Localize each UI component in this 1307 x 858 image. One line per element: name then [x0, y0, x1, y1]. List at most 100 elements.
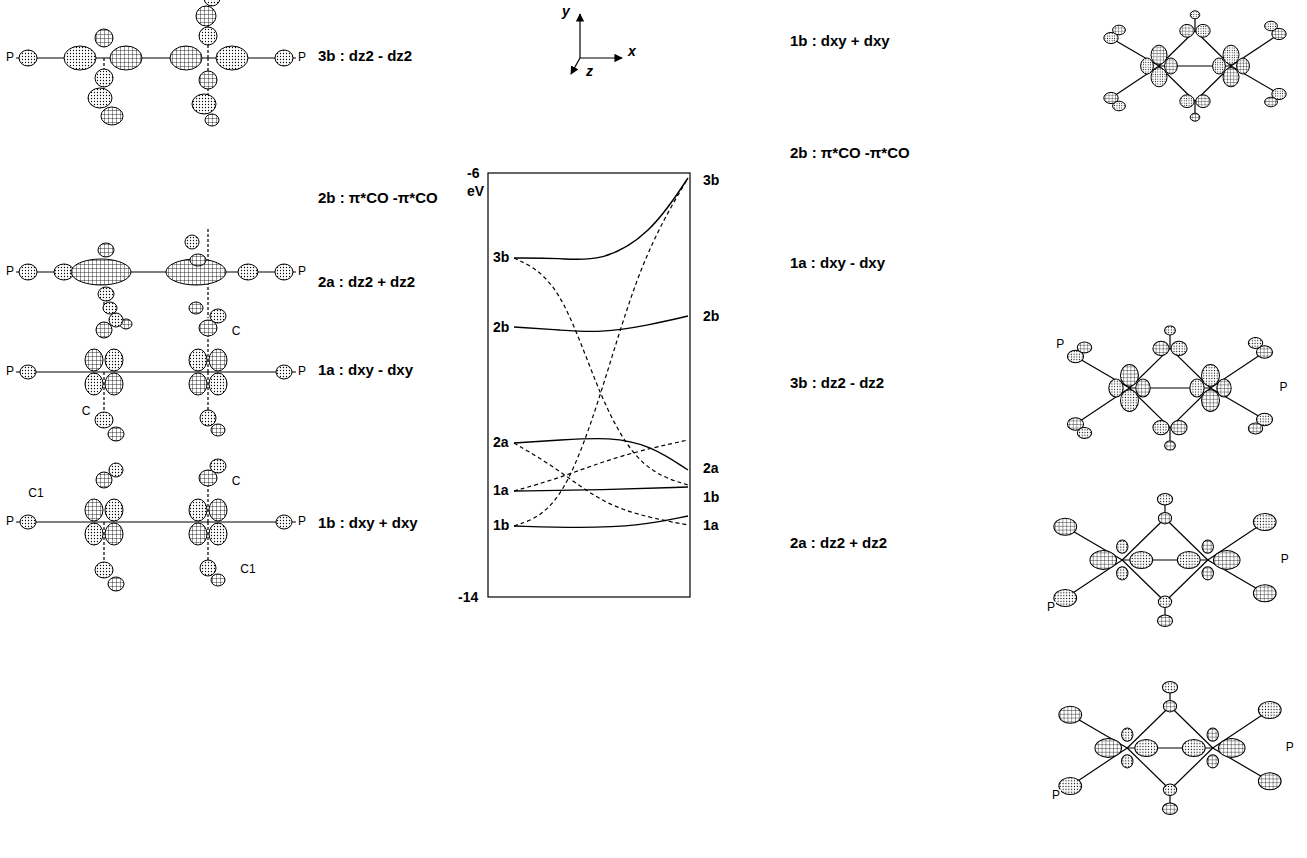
- orbital-lobe: [1190, 379, 1204, 397]
- orbital-lobe: [1196, 95, 1210, 108]
- orbital-lobe: [1180, 24, 1194, 37]
- orbital-lobe: [95, 29, 113, 47]
- level-label: -14: [458, 590, 478, 605]
- atom-label: C: [231, 325, 242, 338]
- orbital-lobe: [108, 577, 124, 591]
- axis-label: x: [628, 44, 636, 59]
- orbital-lobe: [101, 107, 123, 125]
- atom-label: P: [5, 265, 15, 278]
- orbital-lobe: [1202, 365, 1220, 387]
- orbital-lobe: [192, 94, 216, 114]
- energy-curve: [514, 439, 688, 470]
- orbital-plot: [16, 459, 296, 591]
- orbital-lobe: [200, 560, 216, 576]
- orbital-lobe: [108, 427, 124, 441]
- level-label: 2b: [703, 309, 719, 324]
- orbital-lobe: [1090, 551, 1117, 570]
- atom-label: P: [297, 515, 307, 528]
- orbital-lobe: [1218, 739, 1245, 758]
- orbital-lobe: [1223, 68, 1239, 87]
- orbital-lobe: [190, 254, 206, 266]
- orbital-label: 3b : dz2 - dz2: [790, 375, 884, 392]
- orbital-lobe: [1077, 428, 1091, 439]
- orbital-lobe: [1162, 803, 1177, 814]
- bond-line: [16, 57, 296, 58]
- orbital-lobe: [95, 412, 113, 428]
- orbital-lobe: [1237, 58, 1250, 74]
- orbital-lobe: [1141, 58, 1154, 74]
- orbital-lobe: [1153, 420, 1169, 434]
- orbital-lobe: [1253, 585, 1276, 602]
- level-label: 1a: [703, 518, 719, 533]
- orbital-lobe: [1180, 95, 1194, 108]
- orbital-lobe: [1162, 682, 1177, 693]
- orbital-lobe: [1171, 420, 1187, 434]
- orbital-lobe: [211, 574, 225, 586]
- orbital-lobe: [1113, 25, 1126, 35]
- orbital-lobe: [196, 6, 216, 26]
- orbital-lobe: [1117, 567, 1128, 580]
- orbital-lobe: [1165, 58, 1178, 74]
- level-label: 2a: [703, 461, 719, 476]
- orbital-lobe: [1135, 739, 1158, 756]
- orbital-lobe: [19, 264, 37, 280]
- orbital-lobe: [238, 264, 258, 280]
- orbital-lobe: [1109, 379, 1123, 397]
- atom-label: P: [1285, 741, 1295, 754]
- diabatic-curve: [514, 443, 688, 525]
- atom-label: P: [5, 365, 15, 378]
- orbital-lobe: [276, 365, 292, 379]
- orbital-lobe: [1165, 441, 1176, 450]
- orbital-lobe: [20, 365, 36, 379]
- orbital-lobe: [1151, 45, 1167, 64]
- atom-label: P: [1280, 553, 1290, 566]
- orbital-lobe: [189, 349, 207, 371]
- orbital-lobe: [85, 523, 103, 545]
- orbital-lobe: [199, 27, 217, 45]
- atom-label: P: [297, 265, 307, 278]
- orbital-lobe: [96, 472, 112, 488]
- orbital-lobe: [1117, 540, 1128, 553]
- orbital-lobe: [1202, 540, 1213, 553]
- level-label: 2b: [493, 320, 509, 335]
- orbital-lobe: [110, 46, 142, 70]
- orbital-plot: [16, 228, 296, 329]
- orbital-lobe: [205, 114, 219, 126]
- orbital-lobe: [210, 459, 226, 473]
- diabatic-curve: [514, 440, 688, 491]
- orbital-lobe: [1190, 11, 1200, 19]
- orbital-lobe: [1158, 596, 1171, 607]
- orbital-lobe: [103, 302, 117, 314]
- orbital-lobe: [1217, 379, 1231, 397]
- orbital-lobe: [95, 562, 113, 578]
- axis-label: z: [586, 64, 593, 79]
- orbital-lobe: [1265, 21, 1278, 31]
- orbital-lobe: [98, 243, 114, 257]
- energy-curve: [514, 516, 688, 527]
- orbital-plot: [1104, 11, 1286, 121]
- plot-frame: [488, 173, 690, 597]
- atom-label: P: [1046, 601, 1056, 614]
- orbital-lobe: [1059, 777, 1082, 794]
- orbital-lobe: [1158, 513, 1171, 524]
- atom-label: P: [5, 51, 15, 64]
- orbital-lobe: [64, 46, 96, 70]
- atom-label: P: [1278, 381, 1288, 394]
- orbital-label: 1b : dxy + dxy: [790, 33, 890, 50]
- orbital-plot: [1067, 326, 1272, 450]
- orbital-lobe: [1253, 513, 1276, 530]
- orbital-lobe: [1153, 341, 1169, 355]
- orbital-lobe: [189, 302, 203, 314]
- energy-curve: [514, 487, 688, 491]
- orbital-lobe: [276, 515, 292, 529]
- energy-curve: [514, 178, 688, 259]
- orbital-lobe: [1121, 390, 1139, 412]
- bond-line: [103, 522, 104, 562]
- orbital-lobe: [204, 0, 220, 6]
- orbital-lobe: [189, 373, 207, 395]
- level-label: 1b: [703, 490, 719, 505]
- orbital-lobe: [109, 313, 123, 327]
- level-label: -6: [467, 166, 479, 181]
- level-label: 2a: [493, 435, 509, 450]
